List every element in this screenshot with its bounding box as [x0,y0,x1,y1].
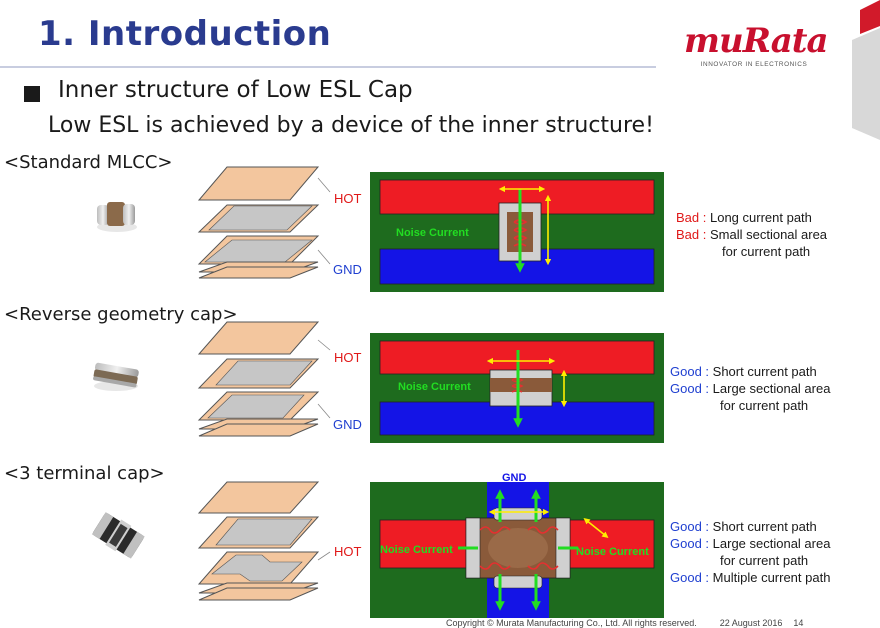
note-row: Good : Large sectional area [670,536,831,551]
hot-label-2: HOT [334,350,362,365]
note-continuation: for current path [722,244,811,259]
footer-date: 22 August 2016 [719,618,783,628]
note-keyword: Bad [676,227,700,242]
hot-label-1: HOT [334,191,362,206]
note-row: Bad : Long current path [676,210,812,225]
section-title-standard-mlcc: <Standard MLCC> [4,152,173,173]
footer: Copyright © Murata Manufacturing Co., Lt… [446,618,803,628]
reverse-geometry-layers [197,321,320,437]
gnd-label-2: GND [333,417,362,432]
murata-logo: muRata INNOVATOR IN ELECTRONICS [684,21,829,68]
page-number: 14 [793,618,804,628]
lead-text: Low ESL is achieved by a device of the i… [48,113,654,138]
hot-label-3: HOT [334,544,362,559]
note-keyword: Good [670,381,702,396]
note-text: Large sectional area [712,381,831,396]
bullet-square-icon [24,86,40,102]
logo-wordmark: muRata [684,21,829,61]
note-row: Bad : Small sectional area [676,227,828,242]
note-row: Good : Multiple current path [670,570,831,585]
gnd-label-1: GND [333,262,362,277]
standard-mlcc-diagram [370,172,664,292]
note-continuation: for current path [720,553,809,568]
note-text: Small sectional area [709,227,828,242]
reverse-geometry-photo [93,362,139,391]
three-terminal-layers [197,481,320,601]
gnd-label-3: GND [502,472,527,484]
note-keyword: Good [670,364,702,379]
note-row: Good : Short current path [670,519,817,534]
section-title-reverse-geometry: <Reverse geometry cap> [4,304,238,325]
noise-current-label-3b: Noise Current [576,546,649,558]
bullet-heading: Inner structure of Low ESL Cap [58,77,413,103]
page-title: 1. Introduction [38,14,332,54]
title-underline [0,66,656,68]
note-keyword: Good [670,536,702,551]
section-title-3-terminal: <3 terminal cap> [4,463,165,484]
standard-mlcc-photo [97,202,137,232]
note-text: Large sectional area [712,536,831,551]
note-continuation: for current path [720,398,809,413]
standard-mlcc-notes: Bad : Long current path Bad : Small sect… [676,209,827,260]
three-terminal-photo [91,512,145,559]
three-terminal-notes: Good : Short current path Good : Large s… [670,518,830,586]
note-row: Good : Short current path [670,364,817,379]
note-keyword: Good [670,570,702,585]
three-terminal-diagram [370,482,664,618]
note-keyword: Bad [676,210,700,225]
note-text: Short current path [712,519,817,534]
corner-decoration [852,0,880,140]
leader-lines [317,177,331,561]
note-text: Multiple current path [712,570,831,585]
footer-copyright: Copyright © Murata Manufacturing Co., Lt… [446,618,697,628]
note-keyword: Good [670,519,702,534]
noise-current-label-2: Noise Current [398,381,471,393]
reverse-geometry-notes: Good : Short current path Good : Large s… [670,363,830,414]
reverse-geometry-diagram [370,333,664,443]
noise-current-label-1: Noise Current [396,227,469,239]
note-text: Short current path [712,364,817,379]
standard-mlcc-layers [197,166,320,279]
note-text: Long current path [709,210,812,225]
noise-current-label-3a: Noise Current [380,544,453,556]
logo-tagline: INNOVATOR IN ELECTRONICS [700,61,808,68]
note-row: Good : Large sectional area [670,381,831,396]
